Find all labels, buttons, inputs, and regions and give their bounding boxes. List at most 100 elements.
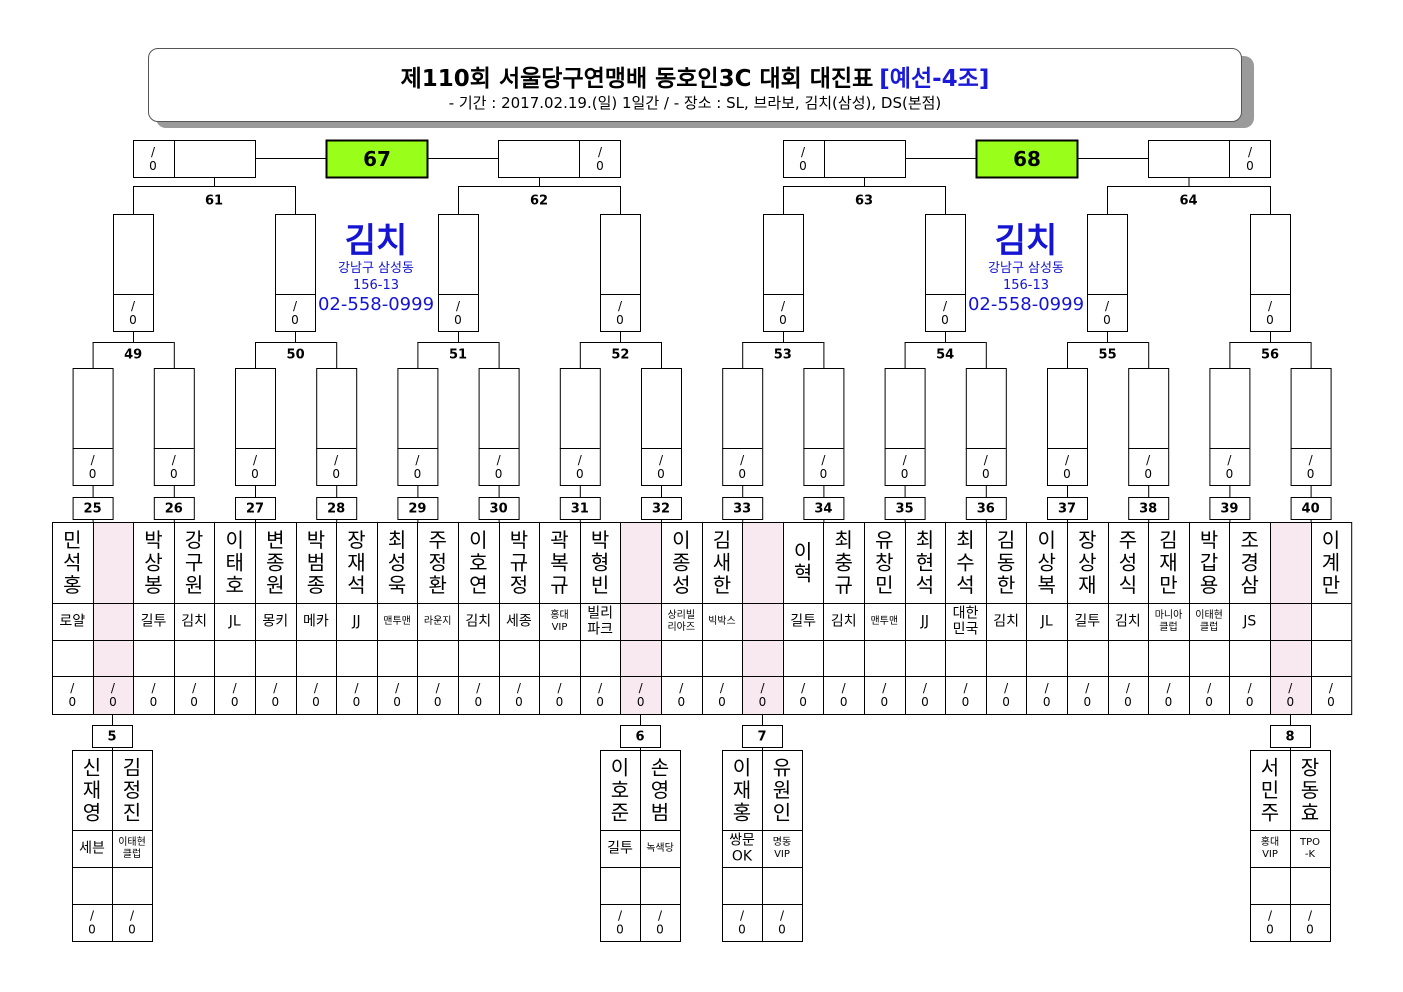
player-club: VIP [552, 622, 568, 633]
player-score: / [1308, 909, 1313, 923]
slot-score: / [598, 145, 603, 159]
player-score: 0 [1043, 695, 1051, 709]
match-number: 29 [408, 502, 426, 517]
player-name: 연 [469, 573, 487, 597]
player-score: / [923, 681, 928, 695]
player-name: 만 [1159, 573, 1177, 597]
advance-slot [641, 368, 682, 486]
match-number: 54 [936, 348, 954, 363]
player-score: / [436, 681, 441, 695]
player-score: / [760, 681, 765, 695]
slot-score: 0 [901, 467, 909, 481]
player-name: 종 [307, 573, 325, 597]
player-name: 상 [1037, 551, 1055, 575]
player-name: 상 [144, 551, 162, 575]
player-score: / [111, 681, 116, 695]
player-score: 0 [1083, 695, 1091, 709]
player-score: 0 [596, 695, 604, 709]
slot-score: / [1227, 453, 1232, 467]
player-name: 호 [611, 778, 629, 802]
player-name: 창 [875, 551, 893, 575]
player-name: 종 [672, 551, 690, 575]
player-score: 0 [271, 695, 279, 709]
header-box: 제110회 서울당구연맹배 동호인3C 대회 대진표[예선-4조] - 기간 :… [148, 48, 1242, 122]
player-name: 석 [916, 573, 934, 597]
player-name: 형 [591, 551, 609, 575]
player-score: 0 [616, 923, 624, 937]
sponsor-address-number: 156-13 [352, 278, 400, 293]
player-club: 이태현 [1195, 609, 1223, 621]
match-number: 52 [611, 348, 629, 363]
advance-slot [803, 368, 845, 486]
player-name: 계 [1322, 551, 1340, 575]
slot-score: 0 [820, 467, 828, 481]
match-number: 32 [652, 502, 670, 517]
match-number: 55 [1099, 348, 1117, 363]
advance-slot [316, 368, 358, 486]
slot-score: 0 [251, 467, 259, 481]
slot-score: 0 [1246, 159, 1254, 173]
slot-score: 0 [779, 313, 787, 327]
player-score: 0 [1205, 695, 1213, 709]
player-club: 클럽 [123, 848, 141, 860]
player-club: 김치 [1115, 614, 1141, 630]
player-name: 준 [611, 800, 629, 824]
player-club: 맨투맨 [870, 615, 898, 627]
player-name: 재 [1078, 573, 1096, 597]
player-name: 박 [510, 528, 528, 552]
slot-score: / [1105, 299, 1110, 313]
match-number: 61 [205, 194, 223, 209]
player-score: 0 [759, 695, 767, 709]
bye-cell [742, 522, 783, 714]
player-score: 0 [231, 695, 239, 709]
player-name: 민 [1261, 778, 1279, 802]
slot-score: 0 [149, 159, 157, 173]
player-club: OK [732, 849, 753, 865]
player-score: 0 [880, 695, 888, 709]
slot-score: / [821, 453, 826, 467]
player-score: / [314, 681, 319, 695]
sponsor-phone: 02-558-0999 [317, 294, 435, 315]
slot-score: / [801, 145, 806, 159]
sponsor-name: 김치 [344, 221, 408, 261]
player-name: 석 [63, 551, 81, 575]
player-name: 이 [469, 528, 487, 552]
player-score: 0 [556, 695, 564, 709]
player-name: 정 [428, 551, 446, 575]
slot-score: 0 [89, 467, 97, 481]
player-score: / [882, 681, 887, 695]
player-name: 한 [997, 573, 1015, 597]
player-score: 0 [1286, 695, 1294, 709]
slot-score: 0 [576, 467, 584, 481]
player-score: / [1004, 681, 1009, 695]
sponsor-phone: 02-558-0999 [967, 294, 1085, 315]
player-score: 0 [1266, 923, 1274, 937]
advance-slot [600, 214, 641, 332]
player-score: 0 [677, 695, 685, 709]
match-number: 49 [124, 348, 142, 363]
match-number: 50 [287, 348, 305, 363]
match-number: 31 [571, 502, 589, 517]
player-club: VIP [774, 849, 790, 860]
slot-score: 0 [170, 467, 178, 481]
player-name: 박 [144, 528, 162, 552]
player-name: 규 [834, 573, 852, 597]
player-name: 정 [123, 778, 141, 802]
player-club: 메카 [303, 614, 329, 630]
player-club: JL [228, 614, 241, 630]
match-number: 51 [449, 348, 467, 363]
player-club: 빅박스 [708, 615, 736, 627]
player-score: 0 [738, 923, 746, 937]
player-name: 홍 [733, 800, 751, 824]
player-name: 주 [1119, 528, 1137, 552]
player-name: 동 [997, 551, 1015, 575]
player-club: 파크 [587, 622, 613, 638]
player-name: 석 [956, 573, 974, 597]
final-slot [1148, 140, 1271, 178]
player-club: JJ [920, 614, 929, 630]
bye-cell [1270, 522, 1311, 714]
match-number: 40 [1302, 502, 1320, 517]
advance-slot [235, 368, 276, 486]
slot-score: / [578, 453, 583, 467]
